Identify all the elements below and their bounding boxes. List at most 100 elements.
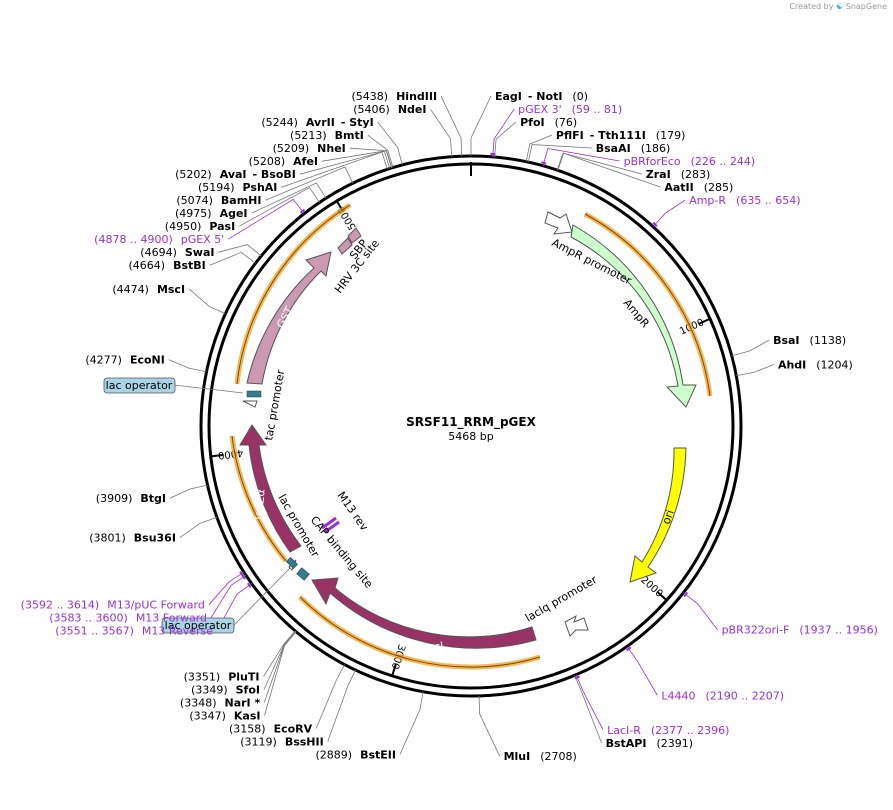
site-label: (5438)HindIII (352, 90, 438, 103)
ring-tick (657, 591, 668, 601)
site-name: BamHI (221, 194, 262, 207)
lac-operator-upper: lac operator (103, 377, 244, 394)
ori-label: ori (660, 508, 677, 526)
site-position: (5213) (290, 129, 327, 142)
primer-name: pGEX 5' (181, 233, 225, 246)
primer-mark (574, 675, 580, 680)
site-position: (285) (704, 181, 734, 194)
site-label: MluI (2708) (504, 750, 577, 763)
site-name: EcoNI (130, 354, 165, 367)
site-leader-line (527, 144, 592, 163)
site-label: ZraI (283) (646, 168, 711, 181)
site-leader-line (281, 151, 388, 188)
laciq-promoter-arrow (564, 614, 589, 637)
primer-labels: pGEX 3'(59 .. 81)pBRforEco(226 .. 244)Am… (21, 103, 878, 737)
site-leader-line (399, 691, 424, 755)
site-label: (5202) AvaI - BsoBI (175, 168, 296, 181)
primer-name: M13 Forward (136, 612, 207, 625)
site-name: NdeI (398, 103, 427, 116)
site-label: (3909)BtgI (96, 492, 166, 505)
site-leader-line (169, 484, 208, 499)
site-name: PflFI (556, 129, 584, 142)
site-name: MscI (157, 283, 185, 296)
primer-label: (3583 .. 3600) M13 Forward (49, 612, 207, 625)
primer-label: (3551 .. 3567)M13 Reverse (55, 625, 213, 638)
ampr-feature-arrow (570, 224, 697, 408)
site-name-2: - BsoBI (253, 168, 296, 181)
lac-operator-upper-label: lac operator (106, 379, 173, 392)
site-leader-line (494, 121, 517, 158)
primer-mark (541, 161, 547, 165)
primer-label: (4878 .. 4900) pGEX 5' (94, 233, 224, 246)
site-label: (3801) Bsu36I (89, 532, 176, 545)
site-leader-line (574, 675, 602, 744)
primer-leader-line (208, 571, 245, 605)
site-leaders (168, 95, 775, 757)
site-leader-line (470, 95, 492, 156)
site-name: NheI (317, 142, 346, 155)
site-label: BsaAI(186) (596, 142, 671, 155)
site-name: AfeI (293, 155, 318, 168)
primer-range: (3551 .. 3567) (55, 625, 134, 638)
site-name: BstAPI (606, 737, 647, 750)
site-name: PshAI (243, 181, 278, 194)
site-name: SwaI (185, 246, 215, 259)
ring-tick (698, 317, 711, 325)
lac-operator-lower-label: lac operator (165, 619, 232, 632)
primer-leader-line (542, 147, 620, 166)
site-leader-line (731, 339, 770, 357)
ring-tick-label: 4000 (217, 447, 244, 461)
primer-leader-line (228, 198, 305, 240)
site-name: ZraI (646, 168, 671, 181)
primer-range: (3592 .. 3614) (21, 599, 100, 612)
primer-leader-line (575, 674, 604, 731)
site-label: PflFI- Tth111I(179) (556, 129, 685, 142)
site-name: Bsu36I (134, 532, 176, 545)
primer-range: (4878 .. 4900) (94, 233, 173, 246)
site-label: (3119)BssHII (240, 735, 323, 748)
site-position: (4975) (175, 207, 212, 220)
primer-name: pGEX 3' (518, 103, 562, 116)
primer-range: (635 .. 654) (736, 194, 801, 207)
site-position: (2889) (316, 748, 353, 761)
site-label: (5208)AfeI (249, 155, 318, 168)
primer-range: (3583 .. 3600) (49, 612, 128, 625)
site-name: MluI (504, 750, 531, 763)
site-leader-line (315, 664, 345, 729)
site-position: (4694) (140, 246, 177, 259)
site-leader-line (327, 669, 356, 742)
site-leader-line (440, 96, 463, 157)
site-name: NarI * (225, 696, 261, 709)
lac-operator-box-lower (285, 556, 299, 570)
site-position: (0) (572, 90, 588, 103)
site-position: (3349) (191, 683, 228, 696)
site-position: (283) (681, 168, 711, 181)
site-position: (2708) (540, 750, 577, 763)
site-labels: EagI- NotI(0)PfoI(76)PflFI- Tth111I(179)… (85, 90, 852, 763)
site-label: (4277)EcoNI (85, 354, 164, 367)
site-position: (3158) (229, 722, 266, 735)
site-position: (2391) (656, 737, 693, 750)
plasmid-length: 5468 bp (448, 430, 493, 443)
site-leader-line (264, 631, 297, 716)
site-name: AvrII (306, 116, 335, 129)
site-position: (5438) (352, 90, 389, 103)
site-label: AatII(285) (664, 181, 733, 194)
tac-promoter-label: tac promoter (262, 368, 287, 441)
site-name: EcoRV (274, 722, 313, 735)
snapgene-logo-icon: ☯ (836, 2, 844, 11)
site-position: (3801) (89, 532, 126, 545)
primer-leader-line (626, 646, 658, 696)
primer-name: M13/pUC Forward (107, 599, 205, 612)
site-name: AhdI (778, 359, 806, 372)
site-position: (5202) (175, 168, 212, 181)
site-label: (5406)NdeI (353, 103, 426, 116)
gst-feature-arrow (246, 251, 332, 385)
primer-leader-line (683, 592, 718, 630)
site-leader-line (478, 695, 500, 757)
laci-label: lacI (424, 639, 445, 655)
site-name: AvaI (220, 168, 247, 181)
cap-binding-site-box (296, 567, 310, 581)
primer-marks (239, 152, 689, 680)
laci-feature-arrow (311, 577, 537, 649)
